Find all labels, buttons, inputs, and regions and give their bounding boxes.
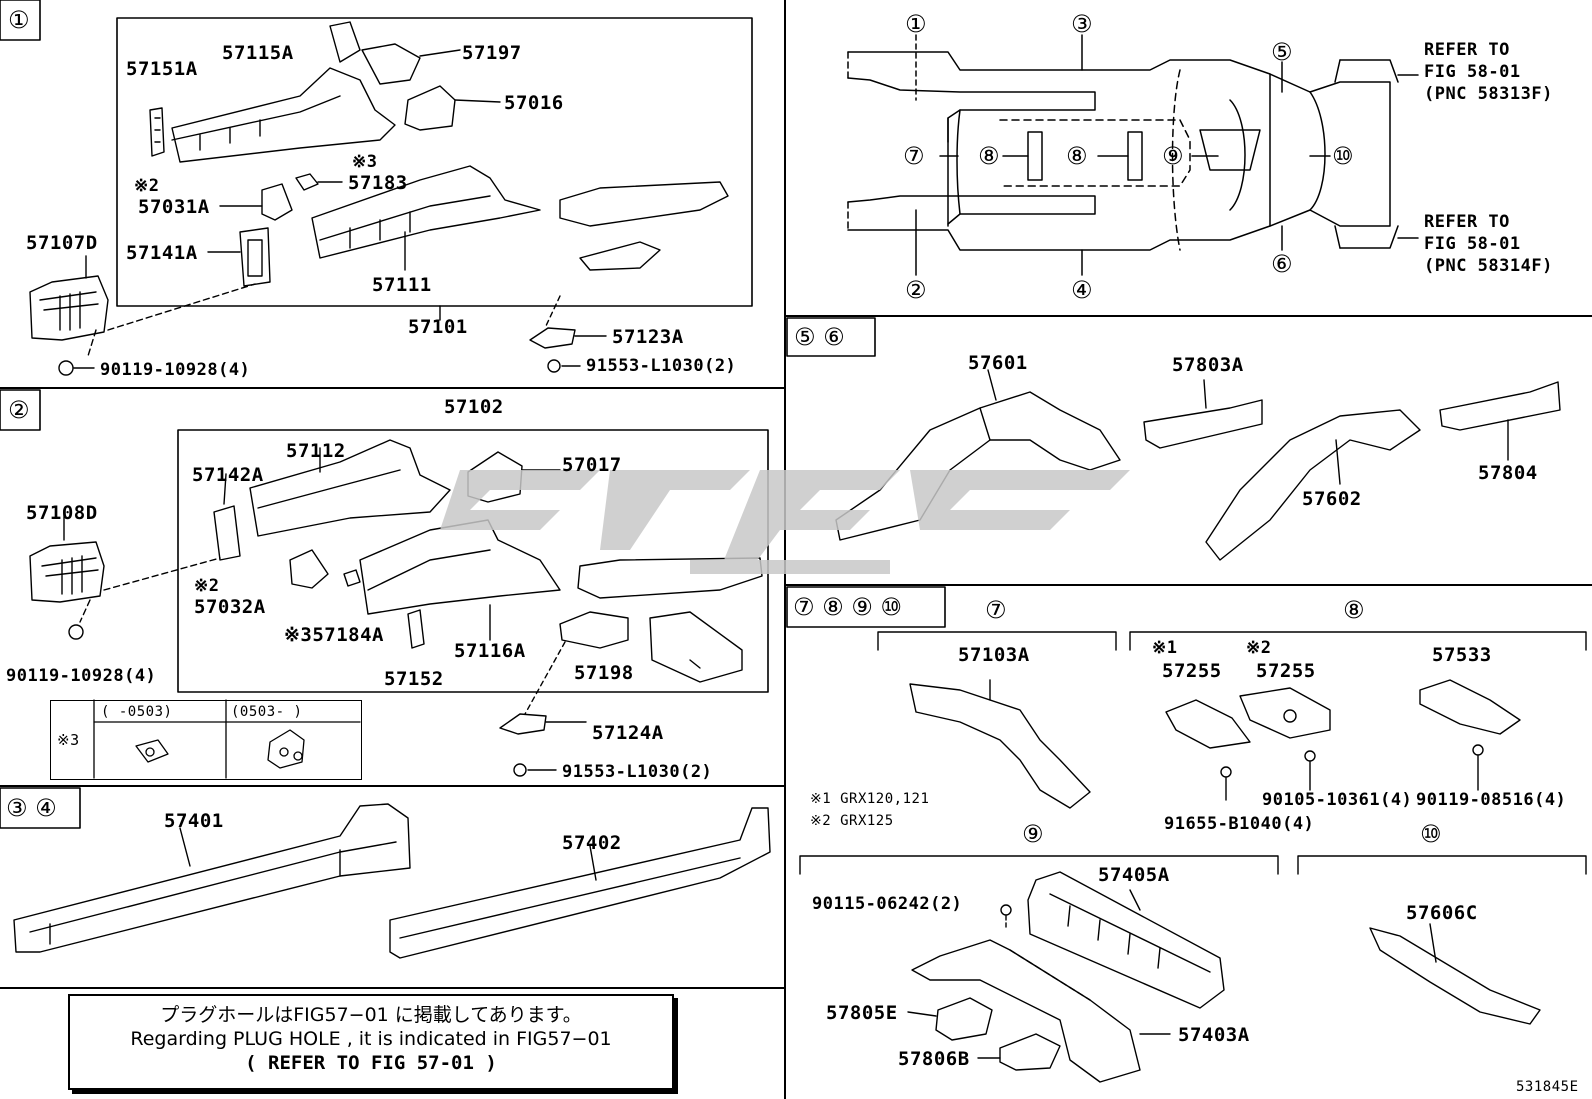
section-9-header: ⑨ <box>1022 820 1044 848</box>
section-8-header: ⑧ <box>1343 596 1365 624</box>
section-7-10-label: ⑦ ⑧ ⑨ ⑩ <box>793 593 902 621</box>
part-57197: 57197 <box>462 42 522 64</box>
section-1-label: ① <box>8 6 30 34</box>
part-57403A: 57403A <box>1178 1024 1250 1046</box>
part-57255-b: 57255 <box>1256 660 1316 682</box>
note-mark-3-s1: ※3 <box>352 152 378 172</box>
part-57602: 57602 <box>1302 488 1362 510</box>
part-57606C: 57606C <box>1406 902 1478 924</box>
note-mark-2-s1: ※2 <box>134 176 160 196</box>
part-57804: 57804 <box>1478 462 1538 484</box>
part-57401: 57401 <box>164 810 224 832</box>
figure-id: 531845E <box>1516 1079 1579 1095</box>
part-57116A: 57116A <box>454 640 526 662</box>
note-mark-2-s8: ※2 <box>1246 638 1272 658</box>
refer-top-line2: FIG 58-01 <box>1424 62 1521 82</box>
model-note-2: ※2 GRX125 <box>810 813 894 829</box>
overview-callout-7: ⑦ <box>903 142 925 170</box>
plug-hole-note: プラグホールはFIG57−01 に掲載してあります。 Regarding PLU… <box>68 994 674 1090</box>
note-mark-2-s2: ※2 <box>194 576 220 596</box>
part-57103A: 57103A <box>958 644 1030 666</box>
part-57102: 57102 <box>444 396 504 418</box>
part-57123A: 57123A <box>612 326 684 348</box>
overview-callout-5: ⑤ <box>1271 38 1293 66</box>
model-note-1: ※1 GRX120,121 <box>810 791 930 807</box>
part-57198: 57198 <box>574 662 634 684</box>
part-57101: 57101 <box>408 316 468 338</box>
part-57183: 57183 <box>348 172 408 194</box>
part-57141A: 57141A <box>126 242 198 264</box>
refer-top-line3: (PNC 58313F) <box>1424 84 1553 104</box>
table-mark: ※3 <box>57 731 80 749</box>
part-57112: 57112 <box>286 440 346 462</box>
part-57151A: 57151A <box>126 58 198 80</box>
part-57111: 57111 <box>372 274 432 296</box>
part-57032A: 57032A <box>194 596 266 618</box>
part-57108D: 57108D <box>26 502 98 524</box>
refer-bottom-line2: FIG 58-01 <box>1424 234 1521 254</box>
refer-bottom-line1: REFER TO <box>1424 212 1510 232</box>
table-col-2: (0503- ) <box>231 704 303 720</box>
part-57533: 57533 <box>1432 644 1492 666</box>
part-57806B: 57806B <box>898 1048 970 1070</box>
overview-callout-3: ③ <box>1071 10 1093 38</box>
bolt-91553-s1: 91553-L1030(2) <box>586 356 737 376</box>
section-2-label: ② <box>8 396 30 424</box>
bolt-90119-s8: 90119-08516(4) <box>1416 790 1567 810</box>
part-57405A: 57405A <box>1098 864 1170 886</box>
section-5-6-label: ⑤ ⑥ <box>794 323 845 351</box>
section-10-header: ⑩ <box>1420 820 1442 848</box>
bolt-90115: 90115-06242(2) <box>812 894 963 914</box>
part-57805E: 57805E <box>826 1002 898 1024</box>
section-3-4-label: ③ ④ <box>6 794 57 822</box>
bolt-90119-s2: 90119-10928(4) <box>6 666 157 686</box>
part-57803A: 57803A <box>1172 354 1244 376</box>
overview-callout-1: ① <box>905 10 927 38</box>
bolt-90105: 90105-10361(4) <box>1262 790 1413 810</box>
note-mark-1-s8: ※1 <box>1152 638 1178 658</box>
part-57255-a: 57255 <box>1162 660 1222 682</box>
part-57402: 57402 <box>562 832 622 854</box>
part-57124A: 57124A <box>592 722 664 744</box>
overview-callout-9: ⑨ <box>1162 142 1184 170</box>
part-57601: 57601 <box>968 352 1028 374</box>
note-japanese: プラグホールはFIG57−01 に掲載してあります。 <box>160 1004 582 1026</box>
overview-callout-10: ⑩ <box>1332 142 1354 170</box>
section-7-header: ⑦ <box>985 596 1007 624</box>
bolt-91553-s2: 91553-L1030(2) <box>562 762 713 782</box>
refer-top-line1: REFER TO <box>1424 40 1510 60</box>
part-57115A: 57115A <box>222 42 294 64</box>
overview-callout-8a: ⑧ <box>978 142 1000 170</box>
part-57142A: 57142A <box>192 464 264 486</box>
overview-callout-6: ⑥ <box>1271 250 1293 278</box>
overview-callout-4: ④ <box>1071 276 1093 304</box>
note-english: Regarding PLUG HOLE , it is indicated in… <box>130 1027 612 1050</box>
part-57017: 57017 <box>562 454 622 476</box>
watermark-logo <box>440 470 1130 574</box>
table-col-1: ( -0503) <box>101 704 173 720</box>
refer-bottom-line3: (PNC 58314F) <box>1424 256 1553 276</box>
note-3-variant-table: ※3 ( -0503) (0503- ) <box>50 700 362 780</box>
part-57016: 57016 <box>504 92 564 114</box>
part-57184A: ※357184A <box>284 624 384 646</box>
overview-callout-2: ② <box>905 276 927 304</box>
overview-callout-8b: ⑧ <box>1066 142 1088 170</box>
bolt-90119-s1: 90119-10928(4) <box>100 360 251 380</box>
part-57152: 57152 <box>384 668 444 690</box>
bolt-91655: 91655-B1040(4) <box>1164 814 1315 834</box>
part-57031A: 57031A <box>138 196 210 218</box>
part-57107D: 57107D <box>26 232 98 254</box>
note-reference: ( REFER TO FIG 57-01 ) <box>245 1051 497 1074</box>
